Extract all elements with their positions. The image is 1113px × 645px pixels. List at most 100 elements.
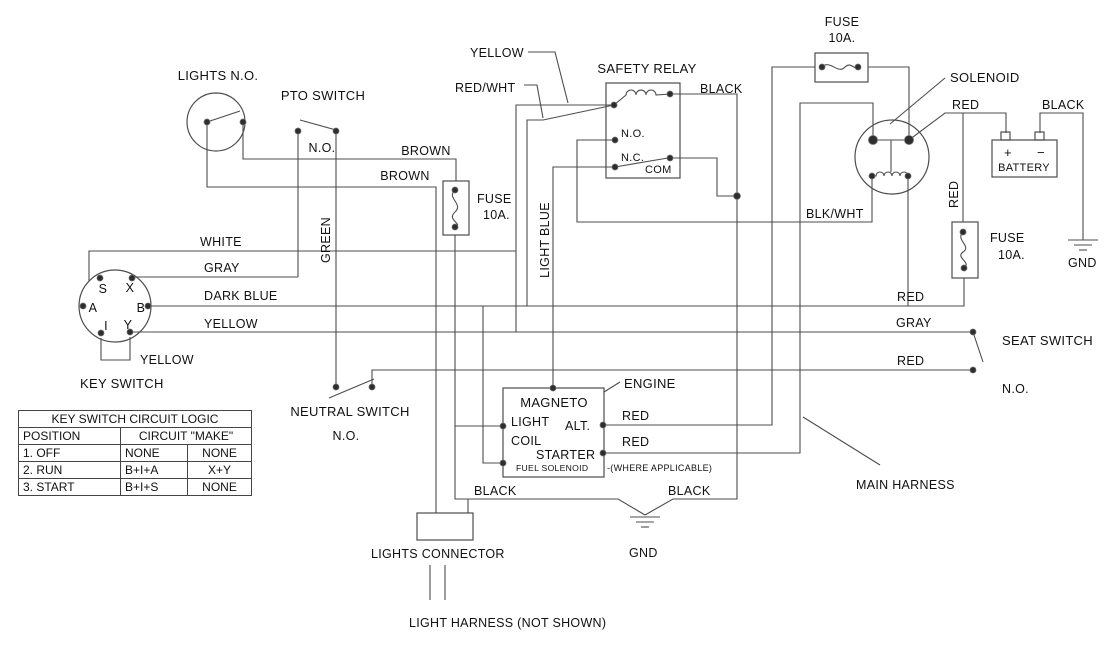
brown-lower-label: BROWN bbox=[380, 169, 429, 183]
relay-nc-label: N.C. bbox=[621, 152, 644, 164]
engine-alt-label: ALT. bbox=[565, 419, 590, 433]
fuse-left-label: FUSE bbox=[477, 192, 512, 206]
wire-redwht-to-relay bbox=[526, 104, 615, 306]
battery-post-negative bbox=[1034, 131, 1045, 141]
relay-no-label: N.O. bbox=[621, 128, 645, 140]
green-wire-label: GREEN bbox=[319, 217, 333, 263]
red-right-label: RED bbox=[897, 290, 924, 304]
redwht-label: RED/WHT bbox=[455, 81, 515, 95]
wire-red-seat-long bbox=[371, 369, 973, 387]
pto-switch-blade bbox=[299, 119, 337, 131]
wire-red-alt bbox=[603, 66, 815, 426]
neutral-switch-blade bbox=[328, 378, 375, 399]
wire-fuse-black-gnd bbox=[454, 235, 646, 516]
black-relay-label: BLACK bbox=[700, 82, 743, 96]
fuse-top-body bbox=[814, 52, 869, 83]
cell-circuit: B+I+A bbox=[120, 461, 188, 479]
safety-relay-body bbox=[605, 82, 681, 179]
wire-redwht-leader bbox=[524, 84, 544, 119]
fuse-right-label: FUSE bbox=[990, 231, 1025, 245]
lights-connector-label: LIGHTS CONNECTOR bbox=[371, 547, 505, 561]
wire-yellow-to-relay bbox=[515, 104, 614, 332]
cell-position: 1. OFF bbox=[18, 444, 121, 462]
battery-body bbox=[991, 139, 1058, 178]
solenoid-label: SOLENOID bbox=[950, 70, 1020, 85]
pto-switch-label: PTO SWITCH bbox=[281, 88, 365, 103]
solenoid-body bbox=[854, 119, 930, 195]
gnd-center-label: GND bbox=[629, 546, 658, 560]
red-fuse-vertical-label: RED bbox=[947, 181, 961, 208]
engine-label: ENGINE bbox=[624, 376, 676, 391]
fuse-top-element bbox=[821, 64, 859, 70]
red-seat-label: RED bbox=[897, 354, 924, 368]
key-terminal-y: Y bbox=[124, 318, 133, 332]
fuse-top-label: FUSE bbox=[825, 15, 860, 29]
key-terminal-s: S bbox=[99, 282, 108, 296]
safety-relay-label: SAFETY RELAY bbox=[597, 61, 696, 76]
main-harness-label: MAIN HARNESS bbox=[856, 478, 955, 492]
key-switch-logic-table: KEY SWITCH CIRCUIT LOGIC POSITION CIRCUI… bbox=[17, 410, 253, 496]
key-terminal-x: X bbox=[126, 281, 135, 295]
table-row: 2. RUN B+I+A X+Y bbox=[18, 461, 253, 479]
wire-red-solenoid-battery bbox=[908, 112, 1007, 141]
wire-darkblue-red bbox=[148, 278, 965, 307]
lights-switch-body bbox=[186, 92, 246, 152]
yellow-jumper-label: YELLOW bbox=[140, 353, 194, 367]
lights-connector-body bbox=[416, 512, 474, 541]
fuse-left-body bbox=[442, 180, 470, 236]
key-terminal-i: I bbox=[104, 319, 108, 333]
table-header-position: POSITION bbox=[18, 427, 121, 445]
pto-no-label: N.O. bbox=[309, 141, 336, 155]
yellow-left-label: YELLOW bbox=[204, 317, 258, 331]
solenoid-coil bbox=[872, 171, 909, 177]
lights-switch-blade bbox=[206, 110, 241, 123]
fuse-left-rating: 10A. bbox=[483, 208, 510, 222]
fuse-right-body bbox=[951, 221, 979, 279]
wire-brown-lower bbox=[206, 124, 437, 513]
safety-relay-blade bbox=[614, 157, 669, 168]
blkwht-label: BLK/WHT bbox=[806, 207, 864, 221]
table-row: 3. START B+I+S NONE bbox=[18, 478, 253, 496]
wire-fuelsolenoid bbox=[482, 306, 503, 464]
battery-minus: − bbox=[1037, 145, 1045, 160]
wire-key-yellow-jumper bbox=[100, 337, 131, 361]
wires bbox=[88, 51, 1084, 516]
battery-label: BATTERY bbox=[998, 162, 1050, 174]
terminal-dots bbox=[79, 63, 977, 467]
fuse-top-rating: 10A. bbox=[829, 31, 856, 45]
ground-right-symbol bbox=[1068, 239, 1098, 251]
wire-brown-upper bbox=[242, 124, 457, 181]
red-solenoid-label: RED bbox=[952, 98, 979, 112]
engine-magneto-label: MAGNETO bbox=[520, 395, 588, 410]
engine-leader bbox=[603, 381, 621, 393]
light-blue-label: LIGHT BLUE bbox=[538, 202, 552, 278]
ground-center-symbol bbox=[630, 516, 660, 528]
cell-make: NONE bbox=[186, 444, 253, 462]
red-starter-label: RED bbox=[622, 435, 649, 449]
cell-circuit: NONE bbox=[120, 444, 188, 462]
black-battery-label: BLACK bbox=[1042, 98, 1085, 112]
cell-make: X+Y bbox=[186, 461, 253, 479]
fuse-right-rating: 10A. bbox=[998, 248, 1025, 262]
wire-lightblue-magneto bbox=[552, 166, 615, 388]
light-harness-label: LIGHT HARNESS (NOT SHOWN) bbox=[409, 616, 606, 630]
wire-black-relay-gnd bbox=[644, 93, 738, 516]
wire-yellow-leader bbox=[528, 51, 569, 104]
solenoid-leader bbox=[889, 77, 946, 125]
cell-make: NONE bbox=[186, 478, 253, 496]
battery-post-positive bbox=[1000, 131, 1011, 141]
wire-white bbox=[88, 250, 516, 281]
wire-fuse-solenoid bbox=[868, 66, 910, 140]
cell-position: 2. RUN bbox=[18, 461, 121, 479]
key-terminal-a: A bbox=[89, 301, 98, 315]
key-terminal-b: B bbox=[137, 301, 146, 315]
red-alt-label: RED bbox=[622, 409, 649, 423]
seat-switch-label: SEAT SWITCH bbox=[1002, 333, 1093, 348]
lights-switch-label: LIGHTS N.O. bbox=[178, 68, 259, 83]
seat-switch-blade bbox=[972, 331, 984, 363]
table-row: 1. OFF NONE NONE bbox=[18, 444, 253, 462]
engine-light-label: LIGHT bbox=[511, 415, 549, 429]
cell-position: 3. START bbox=[18, 478, 121, 496]
